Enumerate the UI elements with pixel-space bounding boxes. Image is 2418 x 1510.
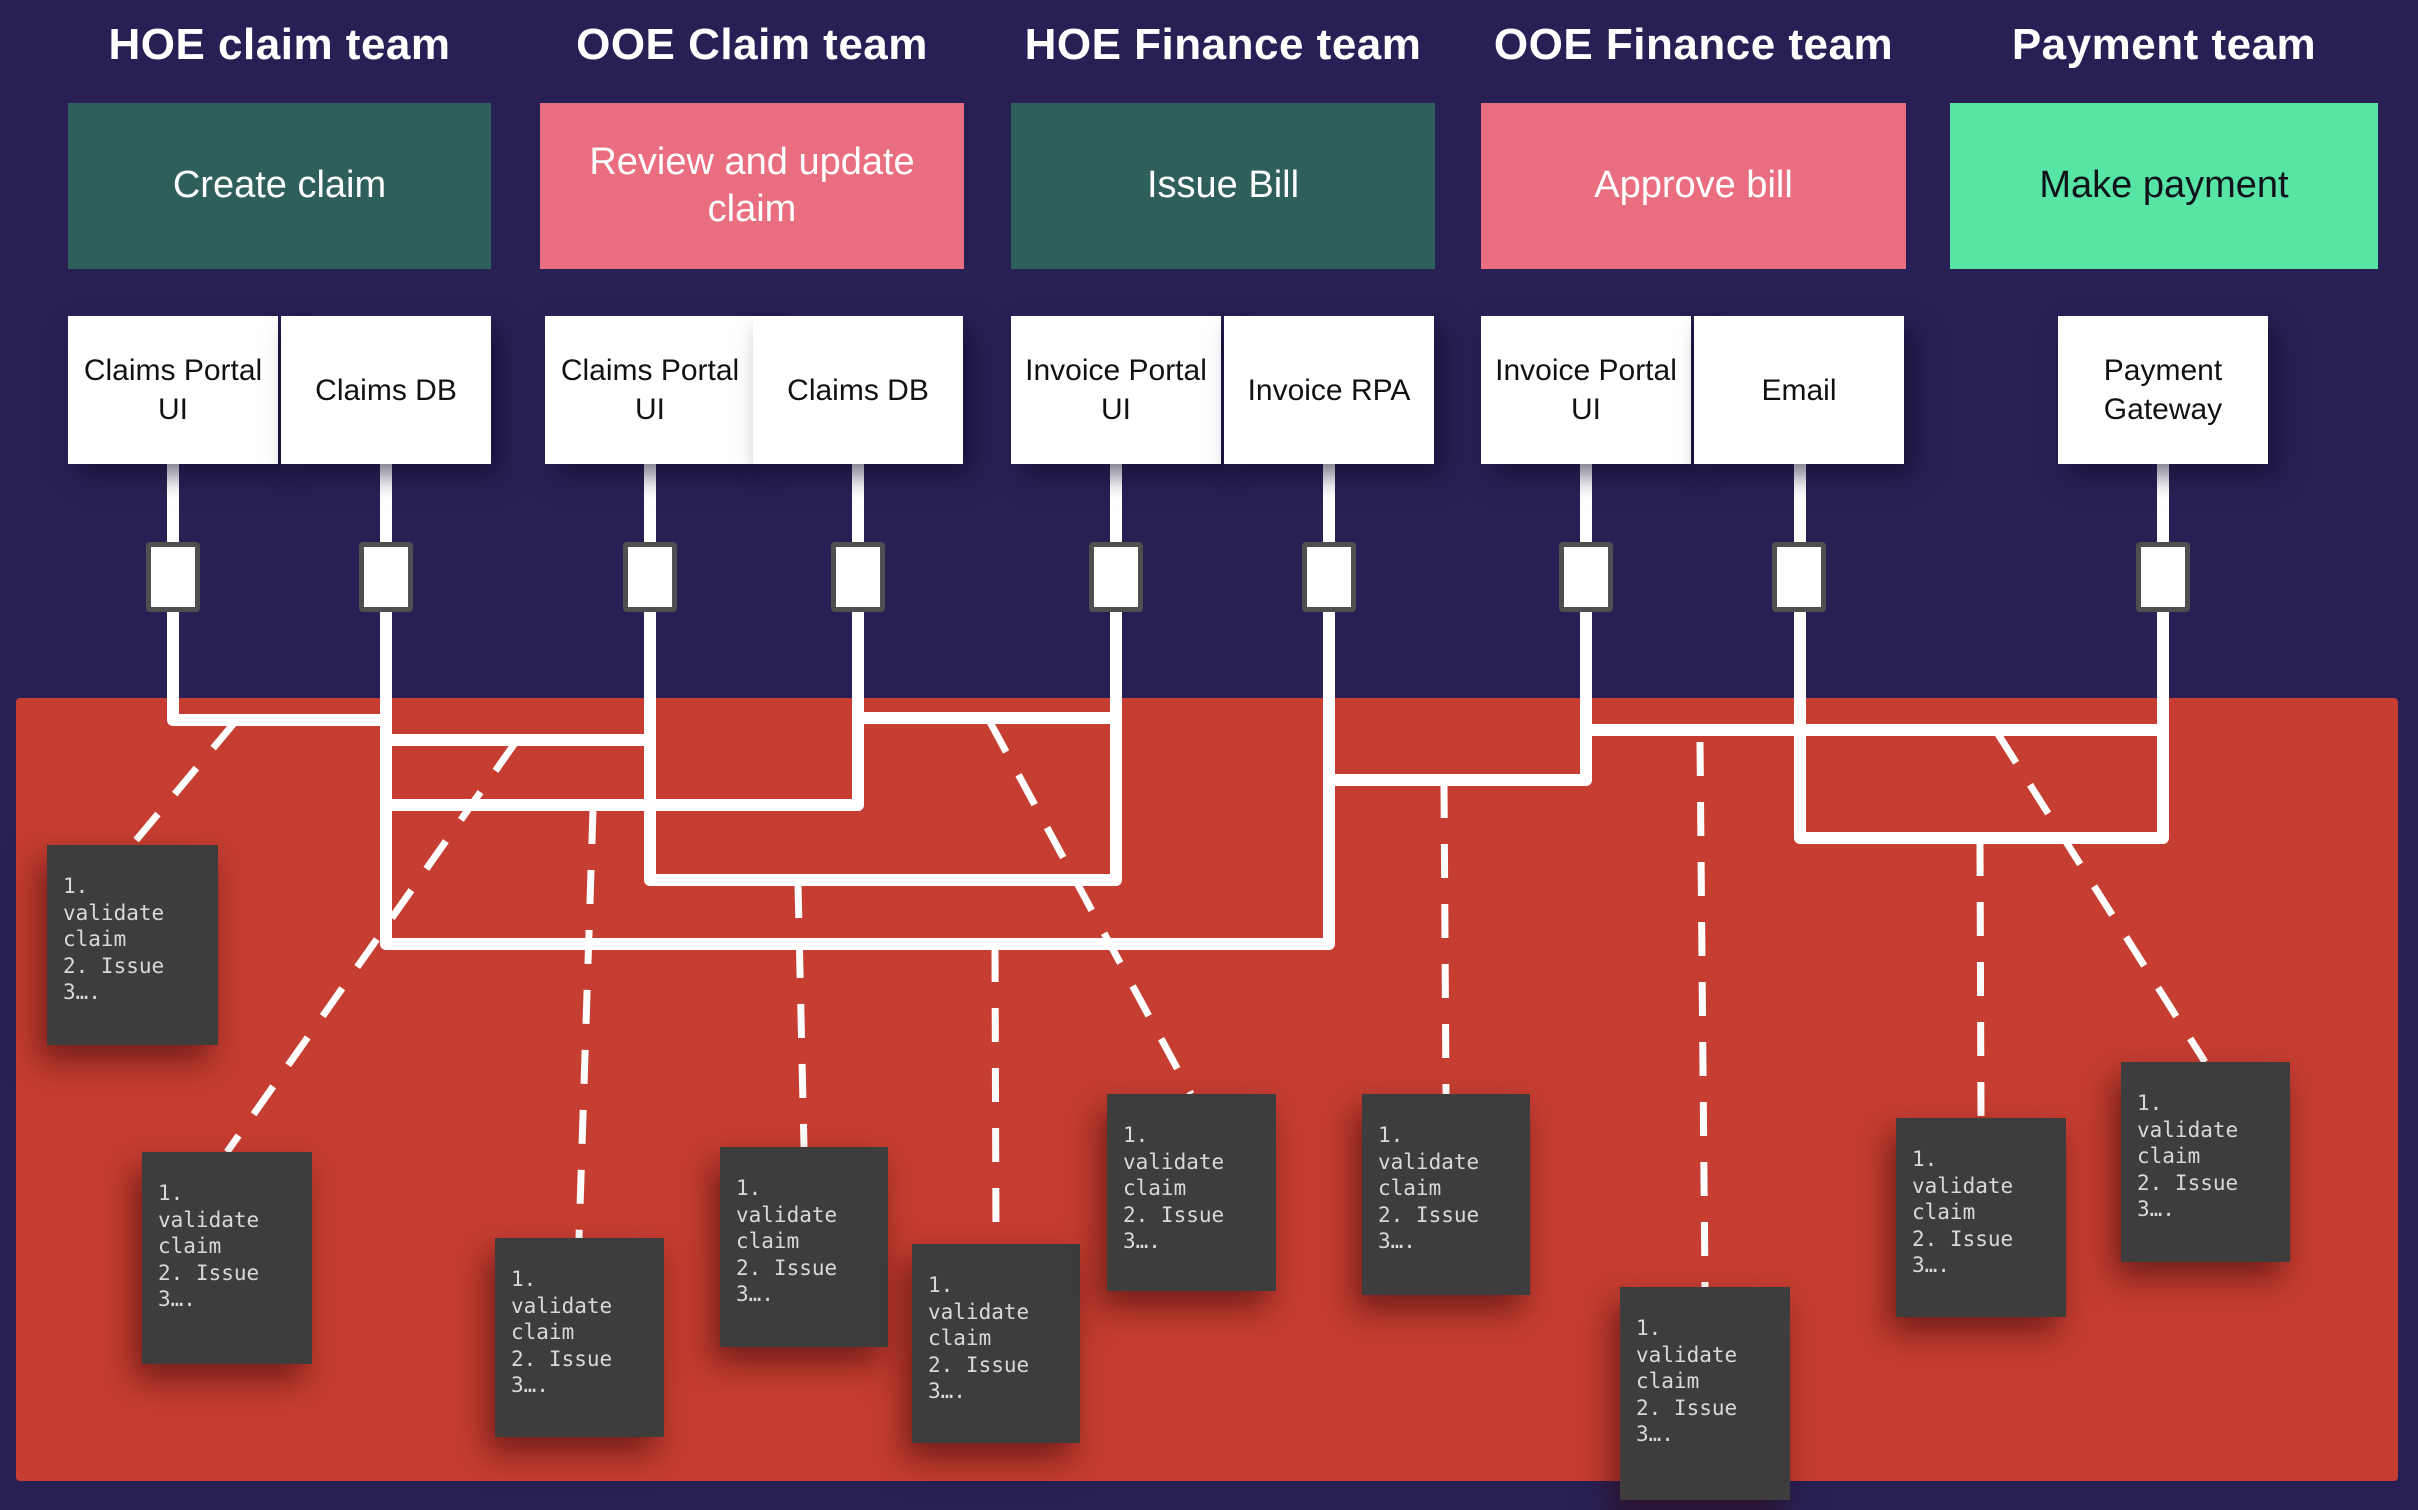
runbook-note-4: 1. validate claim 2. Issue 3…. xyxy=(720,1147,888,1347)
connector-claimsportal2-invoiceportal1 xyxy=(644,462,1122,886)
system-invoice-portal-ui-2: Invoice Portal UI xyxy=(1481,316,1691,464)
runbook-note-text: 1. validate claim 2. Issue 3…. xyxy=(511,1267,613,1397)
system-invoice-portal-ui-1: Invoice Portal UI xyxy=(1011,316,1221,464)
runbook-note-text: 1. validate claim 2. Issue 3…. xyxy=(928,1273,1030,1403)
activity-make-payment: Make payment xyxy=(1950,103,2378,269)
runbook-note-5: 1. validate claim 2. Issue 3…. xyxy=(912,1244,1080,1443)
team-header-hoe-finance: HOE Finance team xyxy=(1024,20,1422,69)
team-header-hoe-claim: HOE claim team xyxy=(108,20,451,69)
team-header-ooe-finance: OOE Finance team xyxy=(1493,20,1894,69)
interface-socket-7 xyxy=(1559,542,1613,612)
runbook-note-text: 1. validate claim 2. Issue 3…. xyxy=(1912,1147,2014,1277)
runbook-note-text: 1. validate claim 2. Issue 3…. xyxy=(2137,1091,2239,1221)
note-link-3 xyxy=(575,809,597,1239)
note-link-5 xyxy=(991,947,1000,1245)
runbook-note-10: 1. validate claim 2. Issue 3…. xyxy=(2121,1062,2290,1262)
system-email: Email xyxy=(1694,316,1904,464)
runbook-note-text: 1. validate claim 2. Issue 3…. xyxy=(158,1181,260,1311)
interface-socket-2 xyxy=(359,542,413,612)
system-invoice-rpa: Invoice RPA xyxy=(1224,316,1434,464)
runbook-note-1: 1. validate claim 2. Issue 3…. xyxy=(47,845,218,1045)
runbook-note-text: 1. validate claim 2. Issue 3…. xyxy=(1123,1123,1225,1253)
runbook-note-text: 1. validate claim 2. Issue 3…. xyxy=(736,1176,838,1306)
runbook-note-8: 1. validate claim 2. Issue 3…. xyxy=(1620,1287,1790,1500)
connector-email-paymentgateway xyxy=(1794,462,2169,844)
interface-socket-3 xyxy=(623,542,677,612)
note-link-2 xyxy=(224,740,518,1155)
system-claims-db-2: Claims DB xyxy=(753,316,963,464)
runbook-note-6: 1. validate claim 2. Issue 3…. xyxy=(1107,1094,1276,1291)
integration-zone xyxy=(16,698,2398,1481)
interface-socket-8 xyxy=(1772,542,1826,612)
runbook-note-text: 1. validate claim 2. Issue 3…. xyxy=(63,874,165,1004)
connector-invoiceportal2-invoicerpa xyxy=(1329,462,1592,786)
note-link-7 xyxy=(1440,783,1450,1095)
team-header-ooe-claim: OOE Claim team xyxy=(576,20,928,69)
interface-socket-4 xyxy=(831,542,885,612)
note-link-1 xyxy=(129,719,238,848)
activity-review-update-claim: Review and update claim xyxy=(540,103,964,269)
runbook-note-2: 1. validate claim 2. Issue 3…. xyxy=(142,1152,312,1364)
note-link-10 xyxy=(1995,732,2208,1064)
interface-socket-5 xyxy=(1089,542,1143,612)
connector-claimsdb2-claimsdb1 xyxy=(386,462,864,811)
interface-socket-6 xyxy=(1302,542,1356,612)
note-link-4 xyxy=(794,883,808,1148)
runbook-note-9: 1. validate claim 2. Issue 3…. xyxy=(1896,1118,2066,1317)
connector-claimsdb1-invoicerpa xyxy=(380,462,1335,950)
activity-create-claim: Create claim xyxy=(68,103,491,269)
system-claims-portal-ui-2: Claims Portal UI xyxy=(545,316,755,464)
connector-claimsportal1-claimsdb1 xyxy=(167,462,386,726)
system-claims-portal-ui-1: Claims Portal UI xyxy=(68,316,278,464)
runbook-note-text: 1. validate claim 2. Issue 3…. xyxy=(1636,1316,1738,1446)
note-link-6 xyxy=(986,720,1195,1096)
note-link-9 xyxy=(1976,841,1985,1119)
interface-socket-1 xyxy=(146,542,200,612)
interface-socket-9 xyxy=(2136,542,2190,612)
runbook-note-7: 1. validate claim 2. Issue 3…. xyxy=(1362,1094,1530,1295)
runbook-note-3: 1. validate claim 2. Issue 3…. xyxy=(495,1238,664,1437)
activity-issue-bill: Issue Bill xyxy=(1011,103,1435,269)
team-header-payment: Payment team xyxy=(2011,20,2317,69)
system-payment-gateway: Payment Gateway xyxy=(2058,316,2268,464)
activity-approve-bill: Approve bill xyxy=(1481,103,1906,269)
note-link-8 xyxy=(1696,741,1709,1288)
system-claims-db-1: Claims DB xyxy=(281,316,491,464)
runbook-note-text: 1. validate claim 2. Issue 3…. xyxy=(1378,1123,1480,1253)
